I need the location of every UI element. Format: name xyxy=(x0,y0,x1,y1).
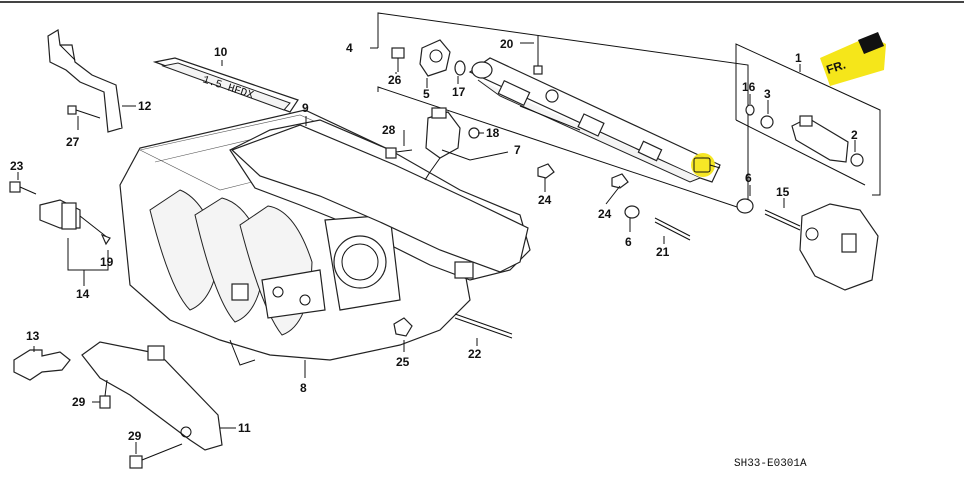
bolt-29-lower xyxy=(129,443,183,469)
callout-1: 1 xyxy=(795,51,802,65)
pressure-regulator xyxy=(424,107,461,181)
callout-27: 27 xyxy=(66,135,80,149)
callout-23: 23 xyxy=(10,159,24,173)
cylinder-head-section xyxy=(799,203,879,291)
callout-4: 4 xyxy=(346,41,353,55)
callout-18: 18 xyxy=(486,126,500,140)
fuel-injector xyxy=(791,115,849,163)
o-ring-18 xyxy=(468,127,480,139)
callout-22: 22 xyxy=(468,347,482,361)
callout-7: 7 xyxy=(514,143,521,157)
direction-label: FR. xyxy=(825,58,848,77)
callout-5: 5 xyxy=(423,87,430,101)
stud-21 xyxy=(654,217,691,241)
callout-8: 8 xyxy=(300,381,307,395)
callout-15: 15 xyxy=(776,185,790,199)
callout-17: 17 xyxy=(452,85,466,99)
callout-14: 14 xyxy=(76,287,90,301)
callout-24-left: 24 xyxy=(538,193,552,207)
callout-13: 13 xyxy=(26,329,40,343)
callout-labels: 1 2 3 4 5 6 6 7 8 9 10 11 12 13 14 15 16… xyxy=(10,37,858,443)
o-ring-17 xyxy=(454,60,466,76)
manifold-gasket xyxy=(230,124,529,273)
engine-cover-plate: 1.5 HFDX xyxy=(152,57,299,113)
bolt-29-upper xyxy=(99,379,111,409)
stud-22 xyxy=(454,313,513,339)
bolt-26 xyxy=(391,47,405,72)
callout-16: 16 xyxy=(742,80,756,94)
callout-2: 2 xyxy=(851,128,858,142)
leader-lines xyxy=(17,42,856,454)
callout-25: 25 xyxy=(396,355,410,369)
injector-assembly-box xyxy=(735,43,881,196)
callout-28: 28 xyxy=(382,123,396,137)
washer-6-b xyxy=(736,198,754,214)
callout-6-right: 6 xyxy=(745,171,752,185)
o-ring-3 xyxy=(760,115,774,129)
seal-15 xyxy=(764,209,801,231)
callout-29-lower: 29 xyxy=(128,429,142,443)
fuel-rail xyxy=(468,57,721,183)
bolt-28 xyxy=(385,147,413,159)
highlighted-pulsation-damper[interactable] xyxy=(691,153,721,177)
sensor-14 xyxy=(39,199,109,239)
callout-10: 10 xyxy=(214,45,228,59)
callout-26: 26 xyxy=(388,73,402,87)
callout-12: 12 xyxy=(138,99,152,113)
bolt-23 xyxy=(9,181,37,195)
bracket-13 xyxy=(13,349,71,381)
callout-19: 19 xyxy=(100,255,114,269)
stud-20 xyxy=(533,36,543,75)
nut-25 xyxy=(393,317,413,337)
diagram-code: SH33-E0301A xyxy=(734,458,807,470)
bracket-12 xyxy=(47,29,123,133)
arrow-right-icon xyxy=(858,32,884,54)
nut-24-b xyxy=(611,173,629,189)
callout-29-upper: 29 xyxy=(72,395,86,409)
stay-11 xyxy=(81,341,223,451)
front-direction-badge: FR. xyxy=(820,32,886,86)
callout-9: 9 xyxy=(302,101,309,115)
pin-19 xyxy=(100,233,111,246)
mounting-plate-5 xyxy=(419,39,451,77)
callout-11: 11 xyxy=(238,421,251,435)
callout-6-left: 6 xyxy=(625,235,632,249)
seal-16 xyxy=(745,104,755,116)
callout-24-right: 24 xyxy=(598,207,612,221)
washer-6-a xyxy=(624,205,640,219)
bolt-27 xyxy=(67,105,101,119)
callout-20: 20 xyxy=(500,37,514,51)
callout-3: 3 xyxy=(764,87,771,101)
cushion-ring-2 xyxy=(850,153,864,167)
callout-21: 21 xyxy=(656,245,670,259)
nut-24-a xyxy=(537,163,555,179)
